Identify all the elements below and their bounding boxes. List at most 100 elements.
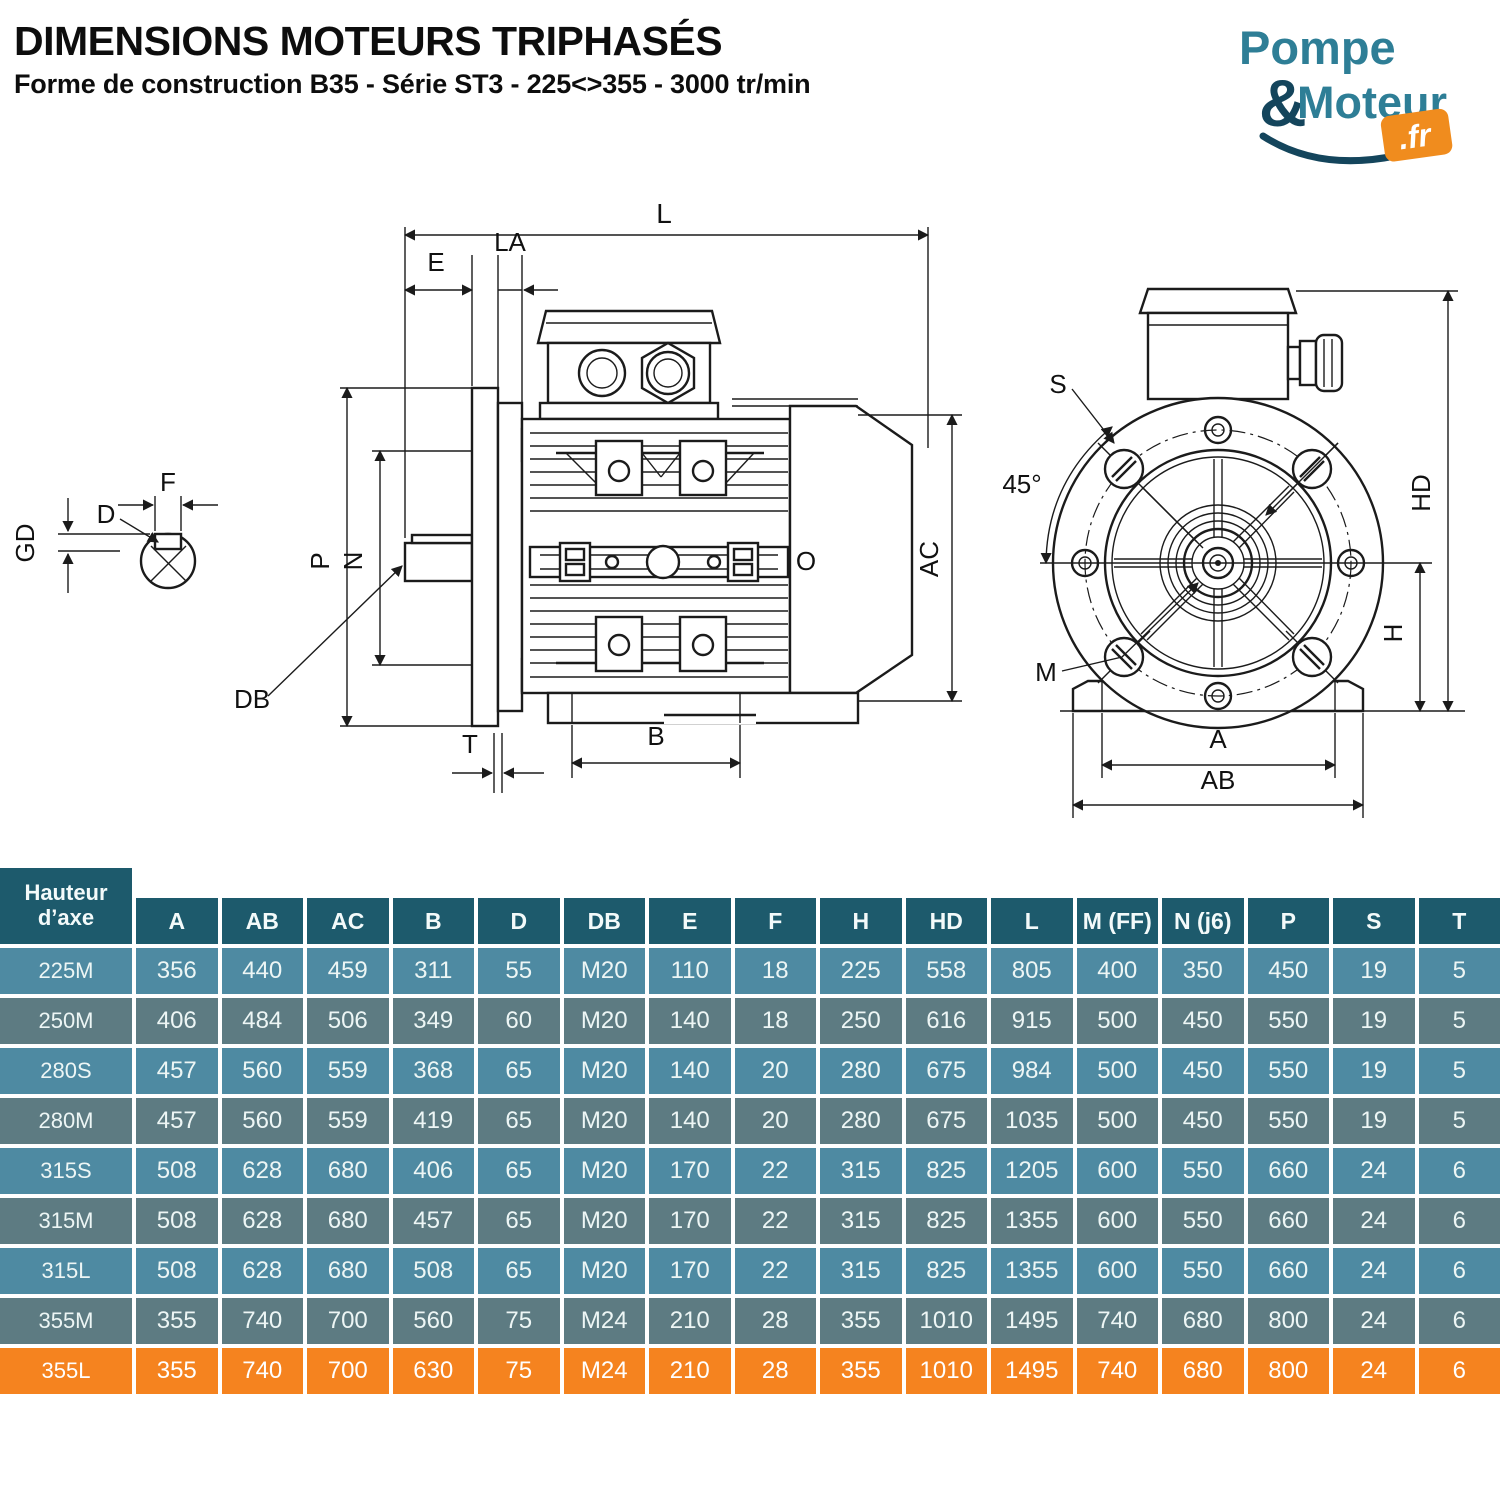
dim-label-E: E (427, 247, 444, 277)
column-header: AC (307, 898, 389, 944)
page-subtitle: Forme de construction B35 - Série ST3 - … (14, 69, 811, 100)
table-cell: 616 (905, 998, 987, 1044)
table-cell: 18 (734, 998, 816, 1044)
table-cell: 800 (1247, 1348, 1329, 1394)
table-cell: 984 (991, 1048, 1073, 1094)
dim-label-AB: AB (1201, 765, 1236, 795)
dim-label-HD: HD (1406, 474, 1436, 512)
table-cell: 700 (307, 1298, 389, 1344)
table-cell: 660 (1247, 1148, 1329, 1194)
table-cell: 355 (820, 1298, 902, 1344)
column-header: B (392, 898, 474, 944)
table-cell: 484 (221, 998, 303, 1044)
table-cell: M20 (563, 1198, 645, 1244)
table-cell: 825 (905, 1248, 987, 1294)
dim-label-S: S (1049, 369, 1066, 399)
table-cell: 250 (820, 998, 902, 1044)
front-view-drawing: S 45° M HD H A (1002, 287, 1465, 818)
table-cell: 450 (1162, 1098, 1244, 1144)
table-cell: 680 (307, 1148, 389, 1194)
column-header: T (1418, 898, 1500, 944)
table-cell: 65 (478, 1248, 560, 1294)
table-cell: 6 (1418, 1298, 1500, 1344)
axis-height-header: Hauteur d’axe (0, 868, 132, 944)
dim-label-B: B (647, 721, 664, 751)
table-cell: 22 (734, 1248, 816, 1294)
table-cell: M24 (563, 1348, 645, 1394)
table-cell: M20 (563, 1248, 645, 1294)
table-cell: 500 (1076, 1048, 1158, 1094)
column-header: H (820, 898, 902, 944)
table-cell: 20 (734, 1048, 816, 1094)
table-cell: 22 (734, 1198, 816, 1244)
table-cell: M20 (563, 1048, 645, 1094)
table-cell: 140 (649, 1098, 731, 1144)
table-cell: 740 (221, 1298, 303, 1344)
logo-ampersand: & (1259, 66, 1307, 140)
side-view-drawing: F GD D (10, 198, 962, 793)
dim-label-D: D (97, 499, 116, 529)
table-cell: 6 (1418, 1248, 1500, 1294)
table-cell: 315 (820, 1148, 902, 1194)
table-cell: 400 (1076, 948, 1158, 994)
table-cell: M24 (563, 1298, 645, 1344)
table-cell: 24 (1333, 1248, 1415, 1294)
dim-label-P: P (305, 552, 335, 569)
table-cell: 24 (1333, 1298, 1415, 1344)
table-cell: 740 (221, 1348, 303, 1394)
table-cell: 60 (478, 998, 560, 1044)
column-header: M (FF) (1076, 898, 1158, 944)
row-label: 355M (0, 1298, 132, 1344)
row-label: 280M (0, 1098, 132, 1144)
table-cell: 440 (221, 948, 303, 994)
table-cell: 630 (392, 1348, 474, 1394)
dim-label-L: L (656, 198, 672, 229)
dim-label-T: T (462, 729, 478, 759)
dim-label-H: H (1378, 624, 1408, 643)
table-cell: 628 (221, 1248, 303, 1294)
table-cell: 140 (649, 1048, 731, 1094)
table-cell: 1355 (991, 1198, 1073, 1244)
table-cell: 170 (649, 1248, 731, 1294)
row-label: 280S (0, 1048, 132, 1094)
table-cell: 560 (392, 1298, 474, 1344)
table-cell: 6 (1418, 1348, 1500, 1394)
table-cell: 406 (392, 1148, 474, 1194)
table-cell: 1355 (991, 1248, 1073, 1294)
dim-label-A: A (1209, 724, 1227, 754)
table-cell: 559 (307, 1098, 389, 1144)
table-cell: 600 (1076, 1248, 1158, 1294)
row-label: 315S (0, 1148, 132, 1194)
dim-label-AC: AC (914, 541, 944, 577)
table-cell: 355 (820, 1348, 902, 1394)
table-cell: 140 (649, 998, 731, 1044)
table-cell: 210 (649, 1348, 731, 1394)
table-cell: 55 (478, 948, 560, 994)
table-cell: 500 (1076, 998, 1158, 1044)
table-cell: 508 (136, 1248, 218, 1294)
table-cell: 22 (734, 1148, 816, 1194)
table-cell: 6 (1418, 1148, 1500, 1194)
table-cell: 550 (1247, 1048, 1329, 1094)
table-cell: 508 (136, 1148, 218, 1194)
table-cell: 558 (905, 948, 987, 994)
table-cell: 459 (307, 948, 389, 994)
table-cell: 65 (478, 1098, 560, 1144)
table-cell: 628 (221, 1148, 303, 1194)
column-header: S (1333, 898, 1415, 944)
table-cell: 225 (820, 948, 902, 994)
table-cell: 550 (1247, 998, 1329, 1044)
dim-label-LA: LA (494, 227, 526, 257)
table-cell: 560 (221, 1098, 303, 1144)
table-cell: 170 (649, 1148, 731, 1194)
table-cell: 349 (392, 998, 474, 1044)
dim-label-O: O (796, 546, 816, 576)
table-cell: 740 (1076, 1298, 1158, 1344)
table-cell: 1205 (991, 1148, 1073, 1194)
table-cell: 6 (1418, 1198, 1500, 1244)
brand-logo[interactable]: Pompe & Moteur .fr (1233, 6, 1491, 184)
table-cell: 675 (905, 1048, 987, 1094)
table-cell: 800 (1247, 1298, 1329, 1344)
